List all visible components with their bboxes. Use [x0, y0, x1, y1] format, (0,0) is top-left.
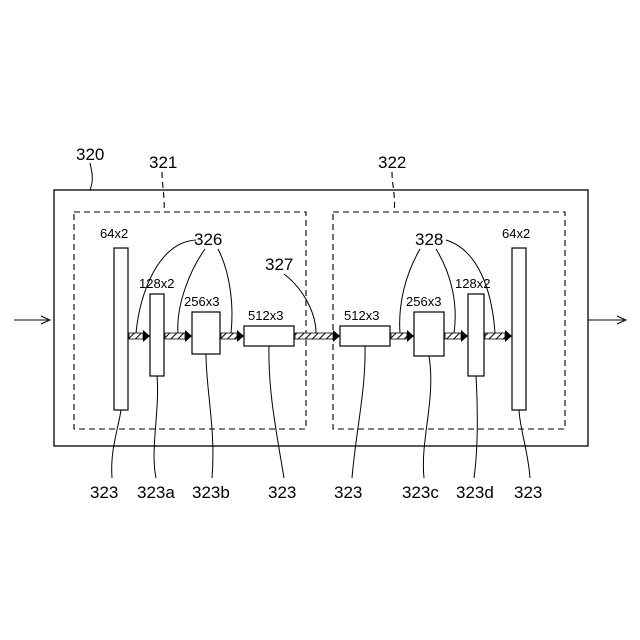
ref-skip-left-label: 326 [194, 230, 222, 249]
ref-skip-mid-label: 327 [265, 255, 293, 274]
bottom-label-2: 323a [137, 483, 175, 502]
ref-skip-mid-leader [284, 274, 316, 333]
enc-dim-512: 512x3 [248, 308, 283, 323]
skip-arrow-3 [221, 330, 244, 342]
bottom-label-1: 323 [90, 483, 118, 502]
ref-encoder-leader [162, 172, 164, 212]
ref-device-label: 320 [76, 145, 104, 164]
skip-arrow-mid [295, 330, 340, 342]
bottom-label-5: 323 [334, 483, 362, 502]
input-arrow [14, 316, 50, 324]
bottom-label-3: 323b [192, 483, 230, 502]
bottom-label-6: 323c [402, 483, 439, 502]
enc-dim-256: 256x3 [184, 294, 219, 309]
enc-block-256 [192, 312, 220, 354]
skip-arrow-6 [485, 330, 512, 342]
bottom-label-8: 323 [514, 483, 542, 502]
ref-skip-right-label: 328 [415, 230, 443, 249]
bottom-label-4: 323 [268, 483, 296, 502]
ref-decoder-leader [392, 172, 395, 212]
ref-decoder-label: 322 [378, 153, 406, 172]
bottom-label-7: 323d [456, 483, 494, 502]
enc-block-64 [114, 248, 128, 410]
skip-arrow-2 [165, 330, 192, 342]
skip-arrow-5 [445, 330, 468, 342]
ref-device-leader [90, 163, 92, 190]
dec-dim-512: 512x3 [344, 308, 379, 323]
dec-dim-64: 64x2 [502, 226, 530, 241]
enc-dim-64: 64x2 [100, 226, 128, 241]
enc-dim-128: 128x2 [139, 276, 174, 291]
skip-arrow-1 [129, 330, 150, 342]
dec-block-128 [468, 294, 484, 376]
output-arrow [588, 316, 626, 324]
enc-block-512 [244, 326, 294, 346]
enc-block-128 [150, 294, 164, 376]
dec-block-64 [512, 248, 526, 410]
bottom-leaders [112, 346, 530, 478]
skip-arrow-4 [391, 330, 414, 342]
dec-block-512 [340, 326, 390, 346]
dec-block-256 [414, 312, 444, 356]
dec-dim-256: 256x3 [406, 294, 441, 309]
ref-encoder-label: 321 [149, 153, 177, 172]
